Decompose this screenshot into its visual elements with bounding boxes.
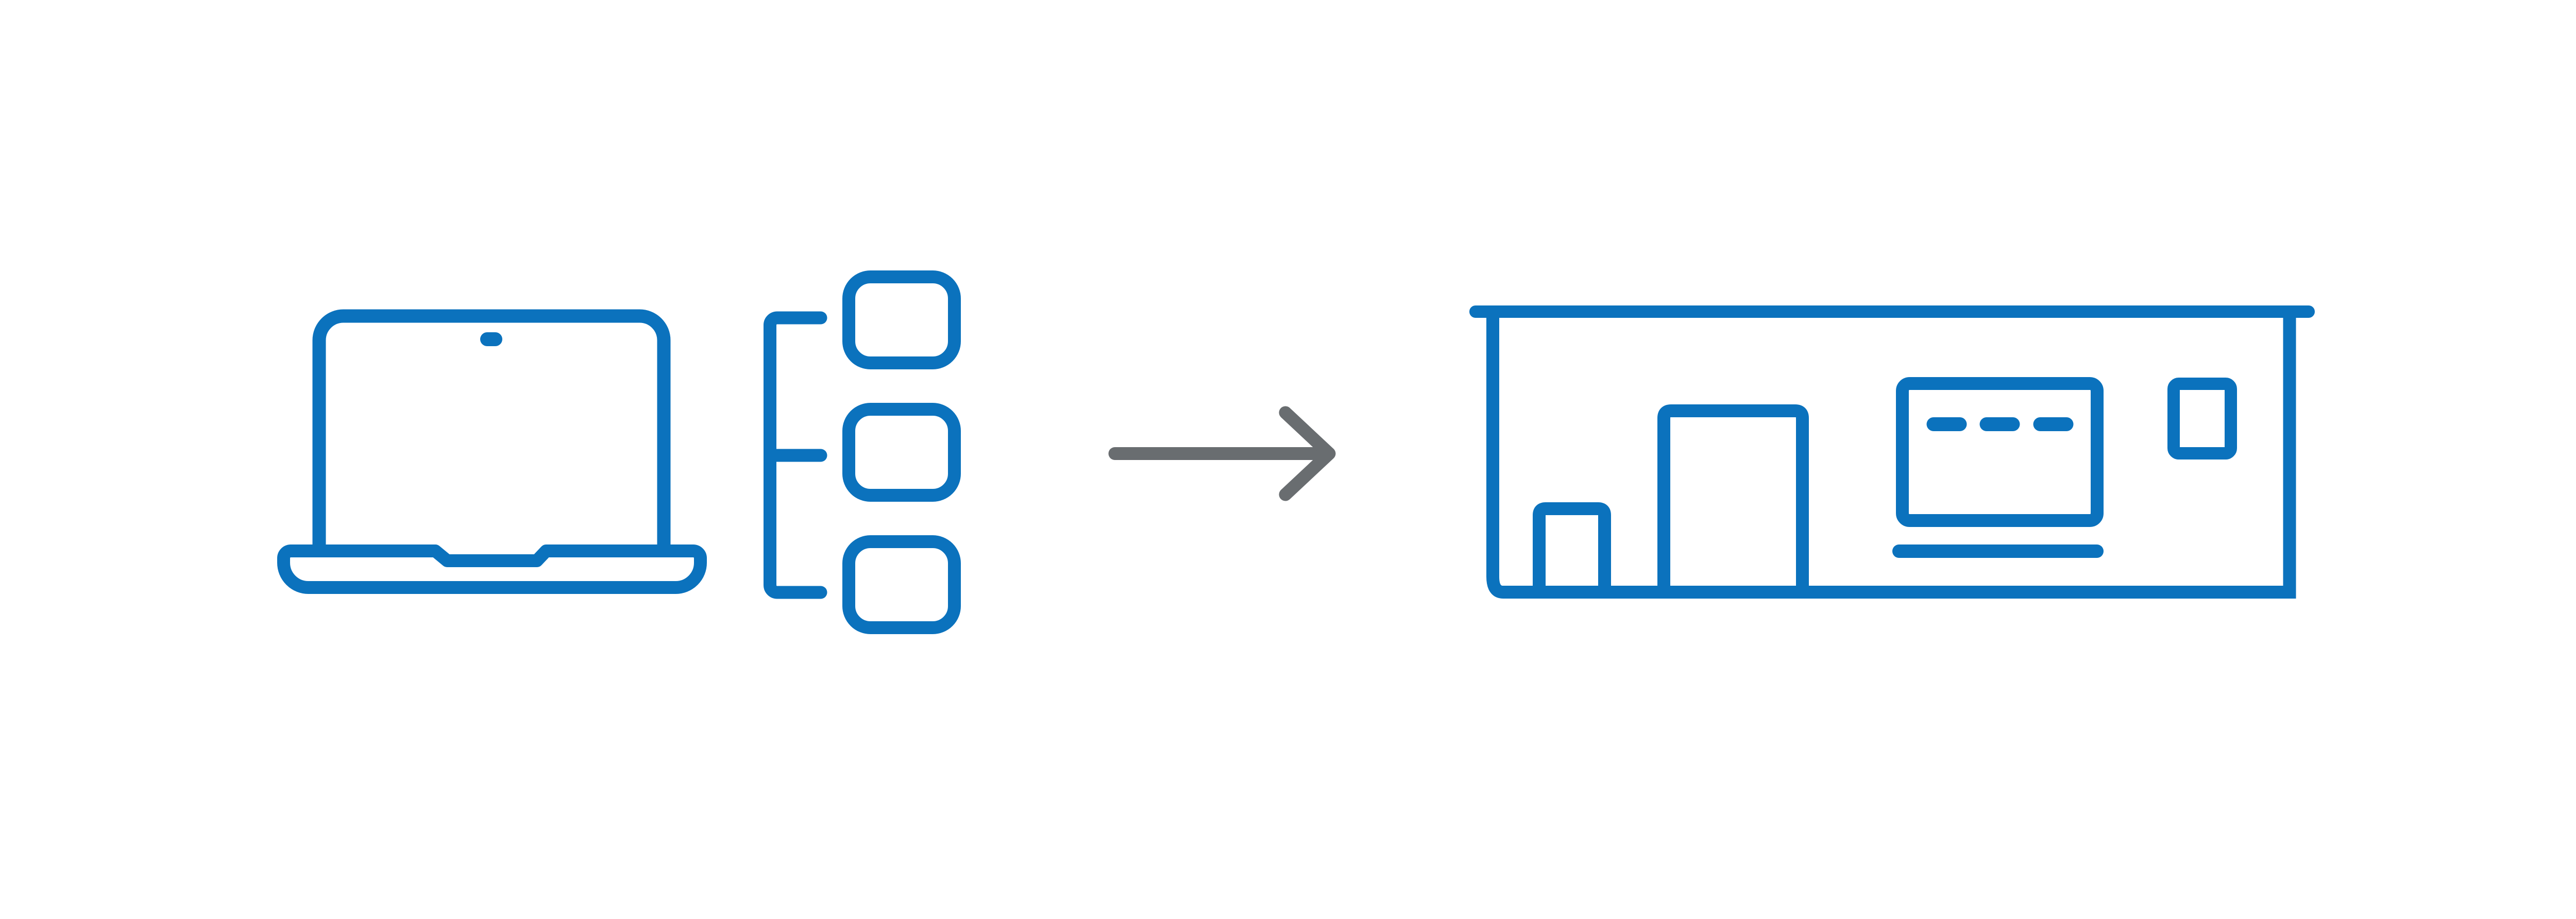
arrow-right-icon <box>1108 406 1336 501</box>
warehouse-icon <box>1469 305 2315 599</box>
hierarchy-node <box>842 403 961 502</box>
warehouse-sign-board <box>1896 377 2104 527</box>
warehouse-walls-floor <box>1486 318 2296 599</box>
laptop-camera-dot-icon <box>480 332 502 346</box>
arrow-head <box>1279 406 1336 501</box>
warehouse-door <box>1657 404 1809 586</box>
laptop-screen <box>312 309 671 545</box>
warehouse-window <box>2167 378 2237 460</box>
hierarchy-node <box>842 270 961 369</box>
hierarchy-node <box>842 535 961 634</box>
laptop-base <box>277 544 707 594</box>
laptop-icon <box>277 309 707 594</box>
hierarchy-icon <box>764 270 961 634</box>
warehouse-crate-box <box>1533 502 1611 586</box>
